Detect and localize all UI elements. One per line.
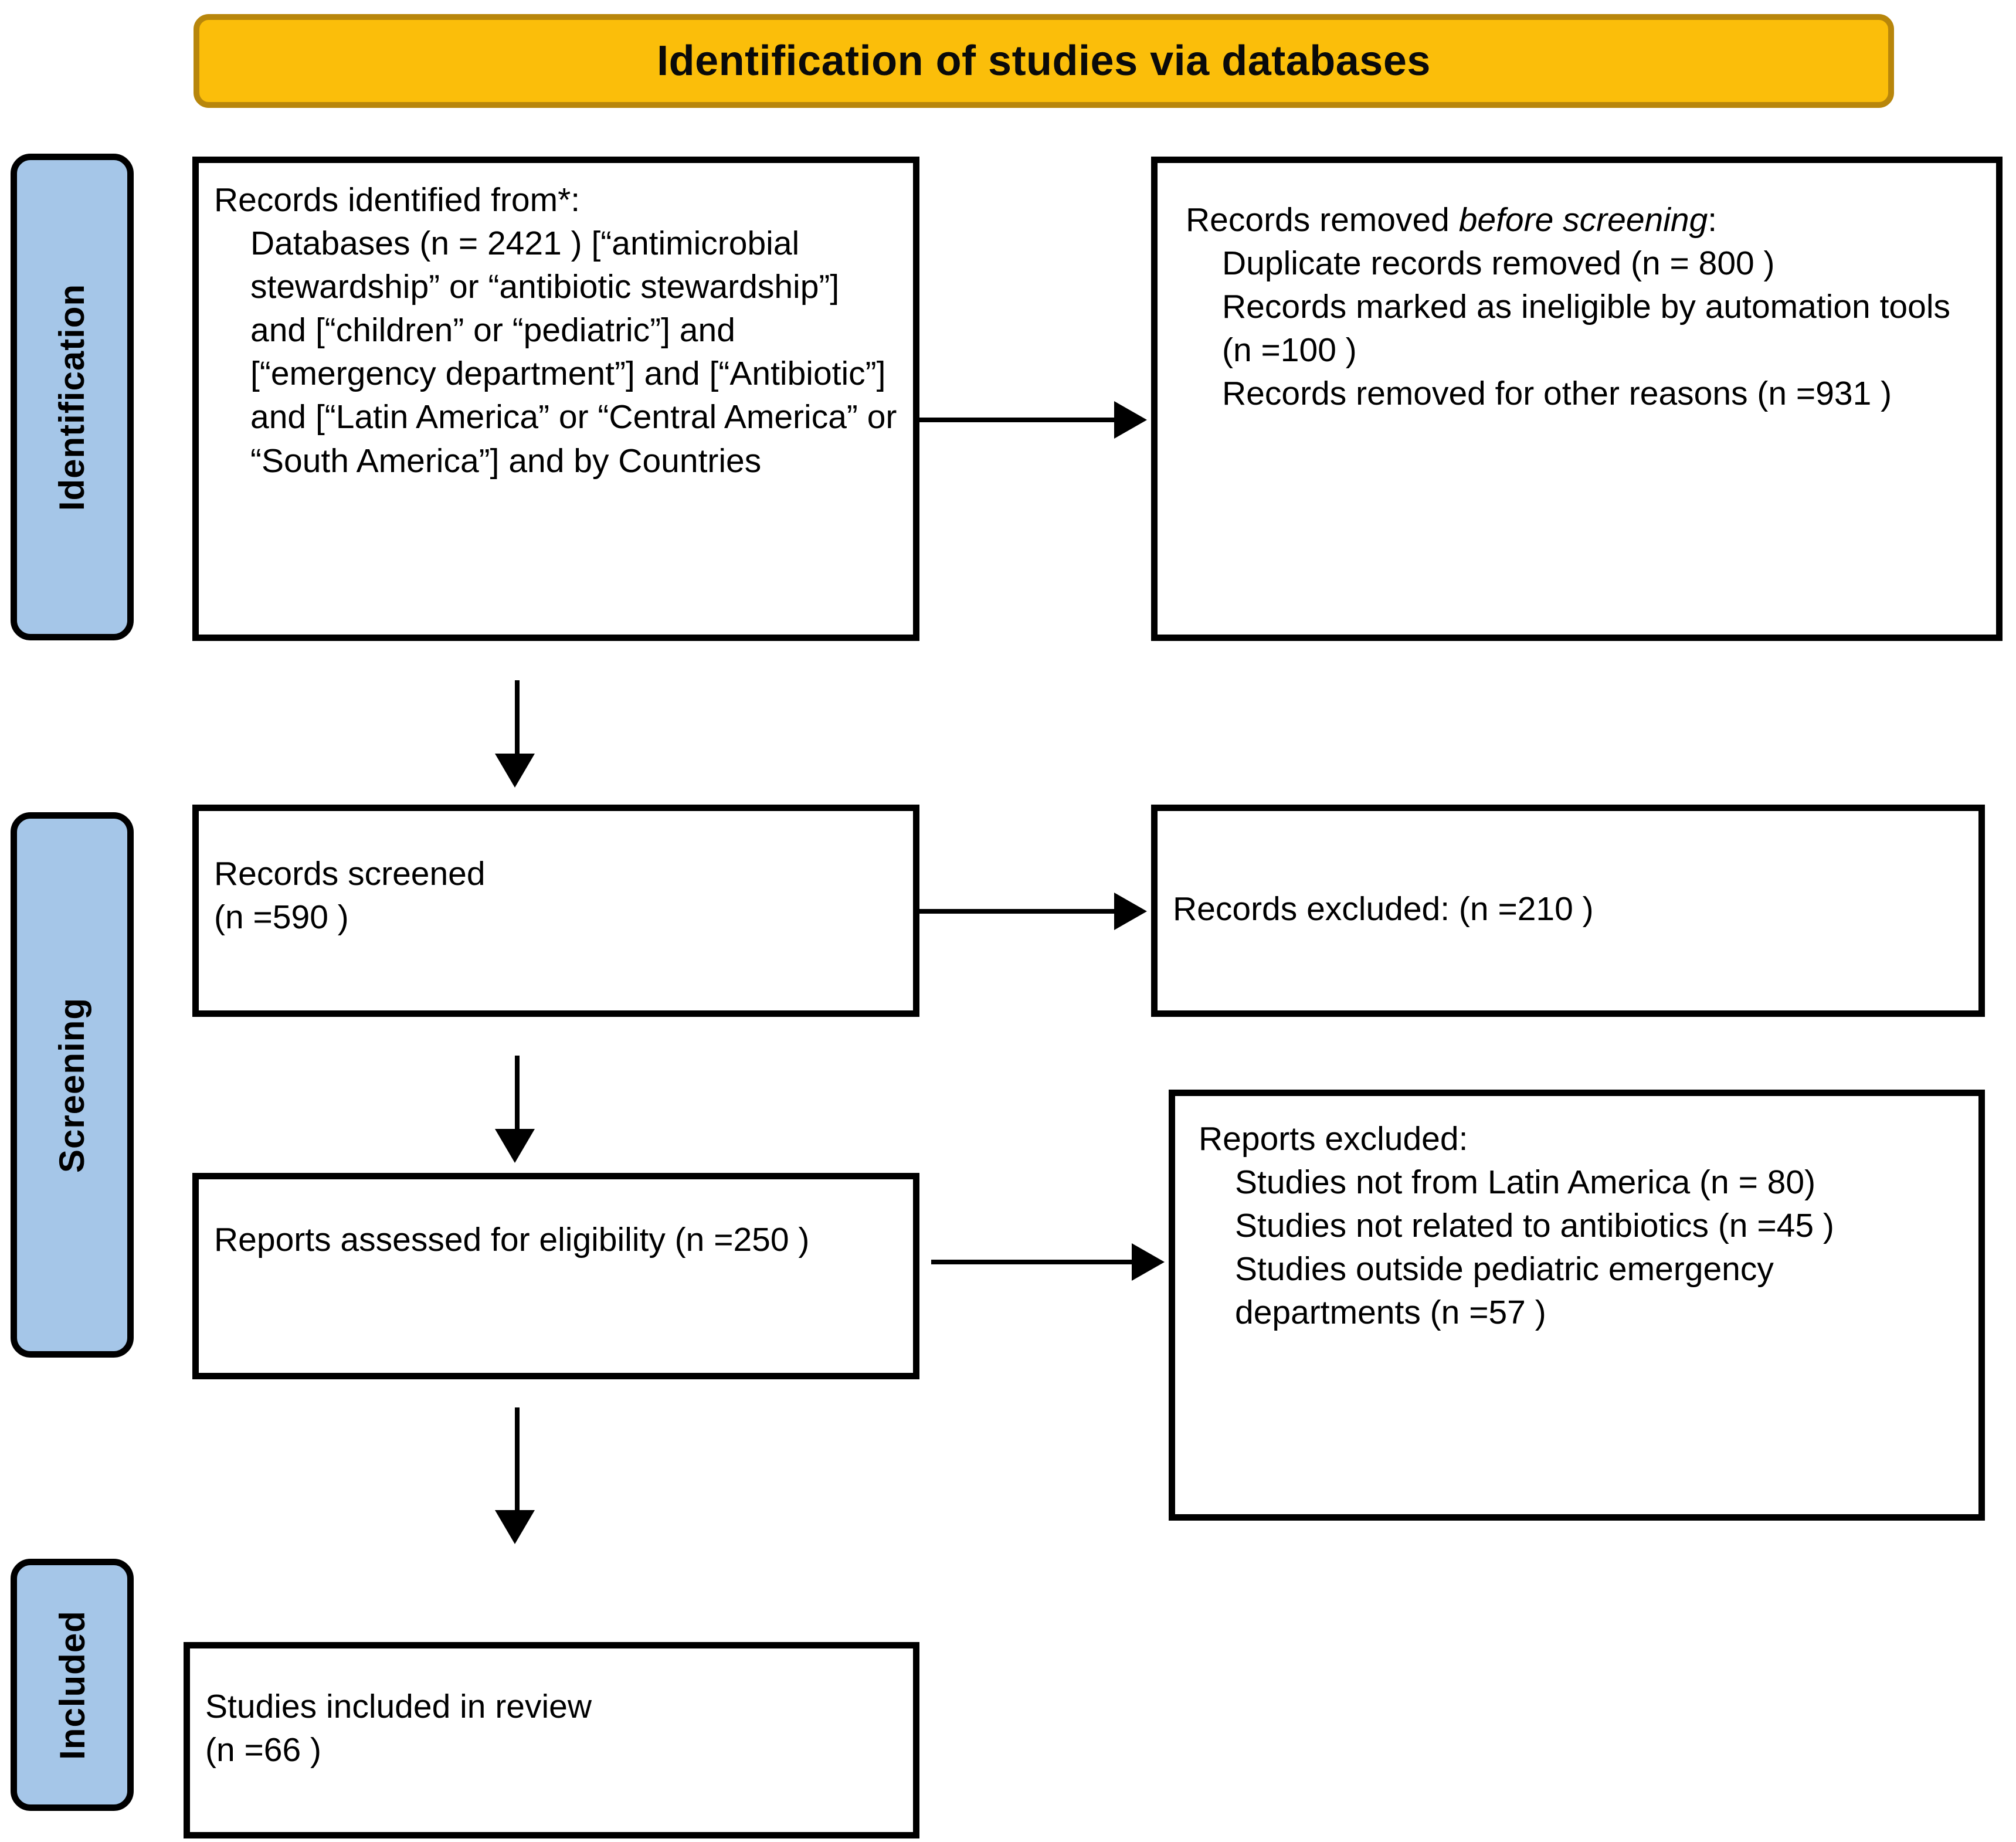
- records-removed-heading-suffix: :: [1708, 201, 1718, 239]
- box-reports-assessed-eligibility: Reports assessed for eligibility (n =250…: [192, 1173, 919, 1379]
- reports-excluded-heading: Reports excluded:: [1199, 1120, 1468, 1158]
- records-removed-duplicates: Duplicate records removed (n = 800 ): [1222, 245, 1775, 283]
- connector-identified-to-removed-line: [919, 418, 1119, 422]
- stage-label-screening-text: Screening: [52, 997, 92, 1173]
- studies-included-count: (n =66 ): [205, 1731, 322, 1769]
- reports-excluded-not-latin-america: Studies not from Latin America (n = 80): [1235, 1163, 1816, 1202]
- records-removed-other-reasons: Records removed for other reasons (n =93…: [1222, 375, 1892, 413]
- studies-included-label: Studies included in review: [205, 1688, 592, 1725]
- records-removed-heading: Records removed before screening:: [1186, 198, 1981, 242]
- stage-label-included-text: Included: [52, 1610, 92, 1760]
- box-reports-excluded: Reports excluded: Studies not from Latin…: [1169, 1090, 1985, 1521]
- connector-screened-to-excluded-line: [919, 909, 1119, 914]
- stage-label-identification-text: Identification: [52, 283, 92, 511]
- connector-eligibility-to-included-line: [515, 1407, 520, 1513]
- records-removed-heading-italic: before screening: [1458, 201, 1708, 239]
- box-records-excluded: Records excluded: (n =210 ): [1151, 805, 1985, 1017]
- connector-eligibility-to-reports-excluded-arrow-icon: [1132, 1243, 1165, 1281]
- connector-screened-to-eligibility-arrow-icon: [495, 1129, 535, 1163]
- stage-label-screening: Screening: [11, 812, 134, 1358]
- box-studies-included-in-review: Studies included in review (n =66 ): [184, 1642, 919, 1838]
- box-records-identified: Records identified from*: Databases (n =…: [192, 157, 919, 641]
- records-removed-heading-prefix: Records removed: [1186, 201, 1459, 239]
- diagram-header-banner: Identification of studies via databases: [194, 14, 1894, 108]
- reports-assessed-text: Reports assessed for eligibility (n =250…: [214, 1221, 810, 1258]
- records-screened-label: Records screened: [214, 855, 486, 893]
- reports-excluded-outside-ped-ed: Studies outside pediatric emergency depa…: [1235, 1250, 1774, 1332]
- records-excluded-text: Records excluded: (n =210 ): [1173, 890, 1594, 928]
- connector-eligibility-to-included-arrow-icon: [495, 1510, 535, 1544]
- reports-excluded-not-antibiotics: Studies not related to antibiotics (n =4…: [1235, 1207, 1834, 1245]
- stage-label-identification: Identification: [11, 154, 134, 640]
- box-records-removed-before-screening: Records removed before screening: Duplic…: [1151, 157, 2003, 641]
- box-records-screened: Records screened (n =590 ): [192, 805, 919, 1017]
- connector-identified-to-removed-arrow-icon: [1114, 401, 1147, 439]
- connector-identified-to-screened-line: [515, 680, 520, 757]
- connector-screened-to-eligibility-line: [515, 1056, 520, 1132]
- diagram-title: Identification of studies via databases: [657, 38, 1431, 84]
- records-identified-heading: Records identified from*:: [214, 181, 581, 219]
- connector-eligibility-to-reports-excluded-line: [931, 1260, 1138, 1264]
- connector-identified-to-screened-arrow-icon: [495, 754, 535, 788]
- records-screened-count: (n =590 ): [214, 898, 349, 937]
- connector-screened-to-excluded-arrow-icon: [1114, 893, 1147, 930]
- records-removed-ineligible-automation: Records marked as ineligible by automati…: [1222, 288, 1950, 369]
- records-identified-databases: Databases (n = 2421 ) [“antimicrobial st…: [250, 225, 897, 480]
- stage-label-included: Included: [11, 1559, 134, 1811]
